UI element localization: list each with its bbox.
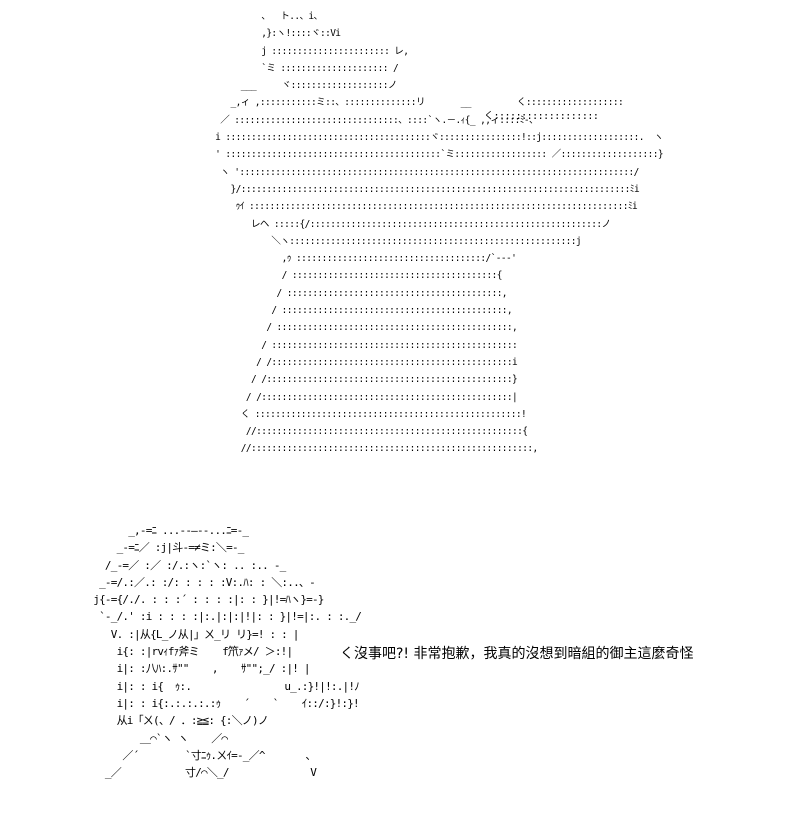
- dialogue-line: く沒事吧?! 非常抱歉，我真的沒想到暗組的御主這麼奇怪: [340, 646, 694, 662]
- ascii-art-line: / ::::::::::::::::::::::::::::::::::::::…: [210, 322, 518, 334]
- ascii-art-line: j{-={/./. : : :´ : : : :|: : }|!=ﾊヽ}=-}: [70, 593, 324, 607]
- ascii-art-line: / /:::::::::::::::::::::::::::::::::::::…: [210, 356, 518, 368]
- ascii-art-line: j ::::::::::::::::::::::: レ,: [210, 45, 409, 57]
- ascii-art-line: i{: :|rvｨfｧ斧ミ f笊ｧメ/ ＞:!|: [70, 645, 294, 659]
- ascii-art-line: V. :|从{L_ノ从|」ㄨ_リ リ}=! : : |: [70, 627, 300, 641]
- ascii-art-line: _-=/.:／.: :/: : : : :V:.ﾊ: : ＼:..、‐: [70, 575, 316, 589]
- ascii-art-line: _,ィ ,:::::::::::ミ::、::::::::::::::リ __ く…: [210, 97, 624, 109]
- ascii-art-line: 从i「ㄨ(、/ ．:≧≦: {:＼ノ)ノ: [70, 714, 269, 728]
- ascii-art-line: ／´ `寸ﾆｩ.ㄨｲ=-_／^ 、: [70, 748, 316, 762]
- ascii-art-line: / ::::::::::::::::::::::::::::::::::::::…: [210, 270, 503, 282]
- ascii-art-line: `ミ ::::::::::::::::::::: /: [210, 62, 399, 74]
- ascii-art-line: ｩｲ :::::::::::::::::::::::::::::::::::::…: [210, 201, 638, 213]
- ascii-art-line: //::::::::::::::::::::::::::::::::::::::…: [210, 426, 528, 438]
- ascii-art-line: //::::::::::::::::::::::::::::::::::::::…: [210, 443, 539, 455]
- ascii-art-line: ヽ ':::::::::::::::::::::::::::::::::::::…: [210, 166, 639, 178]
- bottom-figure-ascii-art: _,-=ﾆ ...--―--...ﾆ=-_ _-=ﾆ／ :j|斗-=≠ミ:＼=-…: [70, 522, 362, 781]
- top-figure-ascii-art: 、 ト..、i、 ,}:ヽ!::::ヾ::Vi j ::::::::::::::…: [210, 8, 663, 458]
- ascii-art-line: / ::::::::::::::::::::::::::::::::::::::…: [210, 305, 513, 317]
- ascii-art-line: / ::::::::::::::::::::::::::::::::::::::…: [210, 287, 508, 299]
- ascii-art-line: ＿⌒`ヽ ヽ ／⌒: [70, 731, 228, 745]
- ascii-art-line: _,-=ﾆ ...--―--...ﾆ=-_: [70, 524, 249, 537]
- ascii-art-line: / ::::::::::::::::::::::::::::::::::::::…: [210, 339, 518, 351]
- ascii-art-line: ／ ::::::::::::::::::::::::::::::::、::::`…: [210, 114, 538, 126]
- ascii-art-line: レヘ :::::{/::::::::::::::::::::::::::::::…: [210, 218, 611, 230]
- ascii-art-line: ,ｩ :::::::::::::::::::::::::::::::::::::…: [210, 253, 517, 265]
- ascii-art-line: i|: :八ﾊ:.ｻ"" , ｻ"";_/ :|! |: [70, 662, 311, 676]
- ascii-art-line: `‐_/.' :i : : : :|:.|:|:|!|: : }|!=|:. :…: [70, 610, 362, 624]
- ascii-art-line: 、 ト..、i、: [210, 11, 323, 22]
- ascii-art-line: く ::::::::::::::::::::::::::::::::::::::…: [210, 408, 527, 420]
- ascii-art-line: / /:::::::::::::::::::::::::::::::::::::…: [210, 374, 518, 386]
- ascii-art-line: / /:::::::::::::::::::::::::::::::::::::…: [210, 391, 518, 403]
- ascii-art-line: }/::::::::::::::::::::::::::::::::::::::…: [210, 183, 640, 195]
- ascii-art-line: ___ ヾ:::::::::::::::::::ノ: [210, 80, 398, 92]
- ascii-art-line: ,}:ヽ!::::ヾ::Vi: [210, 28, 341, 40]
- ascii-art-line: ' ::::::::::::::::::::::::::::::::::::::…: [210, 149, 663, 161]
- ascii-art-line: i|: : i{ ｩ:. u_.:}!|!:.|!ﾉ: [70, 679, 360, 693]
- ascii-art-line: _／ 寸/⌒＼_/ V: [70, 766, 317, 780]
- ascii-art-line: ＼ヽ::::::::::::::::::::::::::::::::::::::…: [210, 235, 582, 247]
- small-speech-bubble: く:::::::::::::::::::: [484, 111, 599, 122]
- ascii-art-line: i|: : i{:.:.:.:.:ｩ ´ ` ｲ::/:}!:}!: [70, 696, 360, 710]
- ascii-art-line: _-=ﾆ／ :j|斗-=≠ミ:＼=-_: [70, 541, 245, 555]
- ascii-art-line: i ::::::::::::::::::::::::::::::::::::::…: [210, 132, 663, 144]
- ascii-art-line: /_-=／ :／ :/.:ヽ:`ヽ: .. :.. ‐_: [70, 558, 286, 572]
